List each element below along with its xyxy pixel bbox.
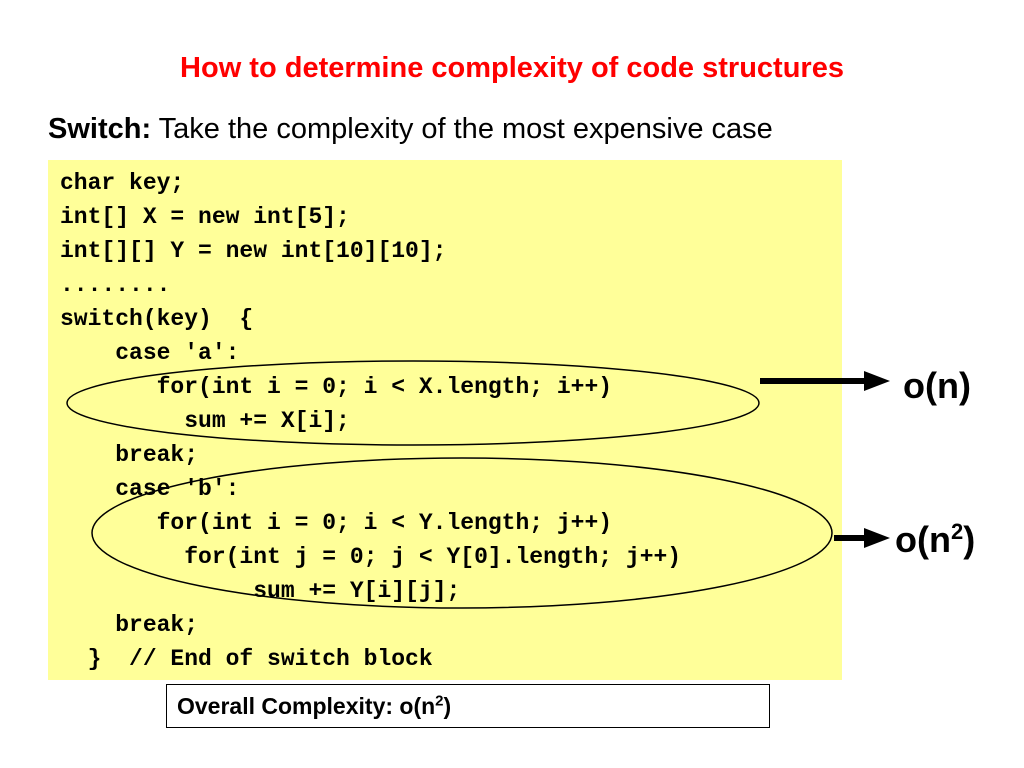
overall-complexity-box: Overall Complexity: o(n2) bbox=[166, 684, 770, 728]
code-line: switch(key) { bbox=[60, 306, 254, 332]
overall-complexity-text: Overall Complexity: o(n bbox=[177, 693, 436, 719]
case-b-arrow-icon bbox=[834, 528, 890, 548]
subtitle-keyword: Switch: bbox=[48, 113, 152, 145]
code-line: case 'a': bbox=[60, 340, 240, 366]
code-line: for(int i = 0; i < X.length; i++) bbox=[60, 374, 613, 400]
code-line: break; bbox=[60, 442, 199, 468]
overall-complexity-exponent: 2 bbox=[435, 692, 444, 710]
code-line: char key; bbox=[60, 170, 185, 196]
case-b-complexity-label: o(n2) bbox=[895, 520, 975, 560]
code-line: int[] X = new int[5]; bbox=[60, 204, 350, 230]
subtitle-text: Take the complexity of the most expensiv… bbox=[151, 113, 773, 145]
code-line: sum += X[i]; bbox=[60, 408, 350, 434]
slide-title: How to determine complexity of code stru… bbox=[180, 52, 844, 84]
case-a-complexity-label: o(n) bbox=[903, 365, 971, 406]
slide-subtitle: Switch: Take the complexity of the most … bbox=[48, 110, 773, 148]
code-line: } // End of switch block bbox=[60, 646, 433, 672]
code-line: for(int i = 0; i < Y.length; j++) bbox=[60, 510, 613, 536]
overall-complexity-close: ) bbox=[443, 693, 452, 719]
code-line: for(int j = 0; j < Y[0].length; j++) bbox=[60, 544, 682, 570]
code-block: char key; int[] X = new int[5]; int[][] … bbox=[48, 160, 842, 680]
code-line: sum += Y[i][j]; bbox=[60, 578, 461, 604]
code-line: int[][] Y = new int[10][10]; bbox=[60, 238, 447, 264]
case-b-label-exponent: 2 bbox=[950, 519, 964, 544]
code-line: ........ bbox=[60, 272, 171, 298]
code-line: case 'b': bbox=[60, 476, 240, 502]
code-line: break; bbox=[60, 612, 199, 638]
case-b-label-base: o(n bbox=[895, 519, 951, 560]
case-b-label-close: ) bbox=[963, 519, 976, 560]
